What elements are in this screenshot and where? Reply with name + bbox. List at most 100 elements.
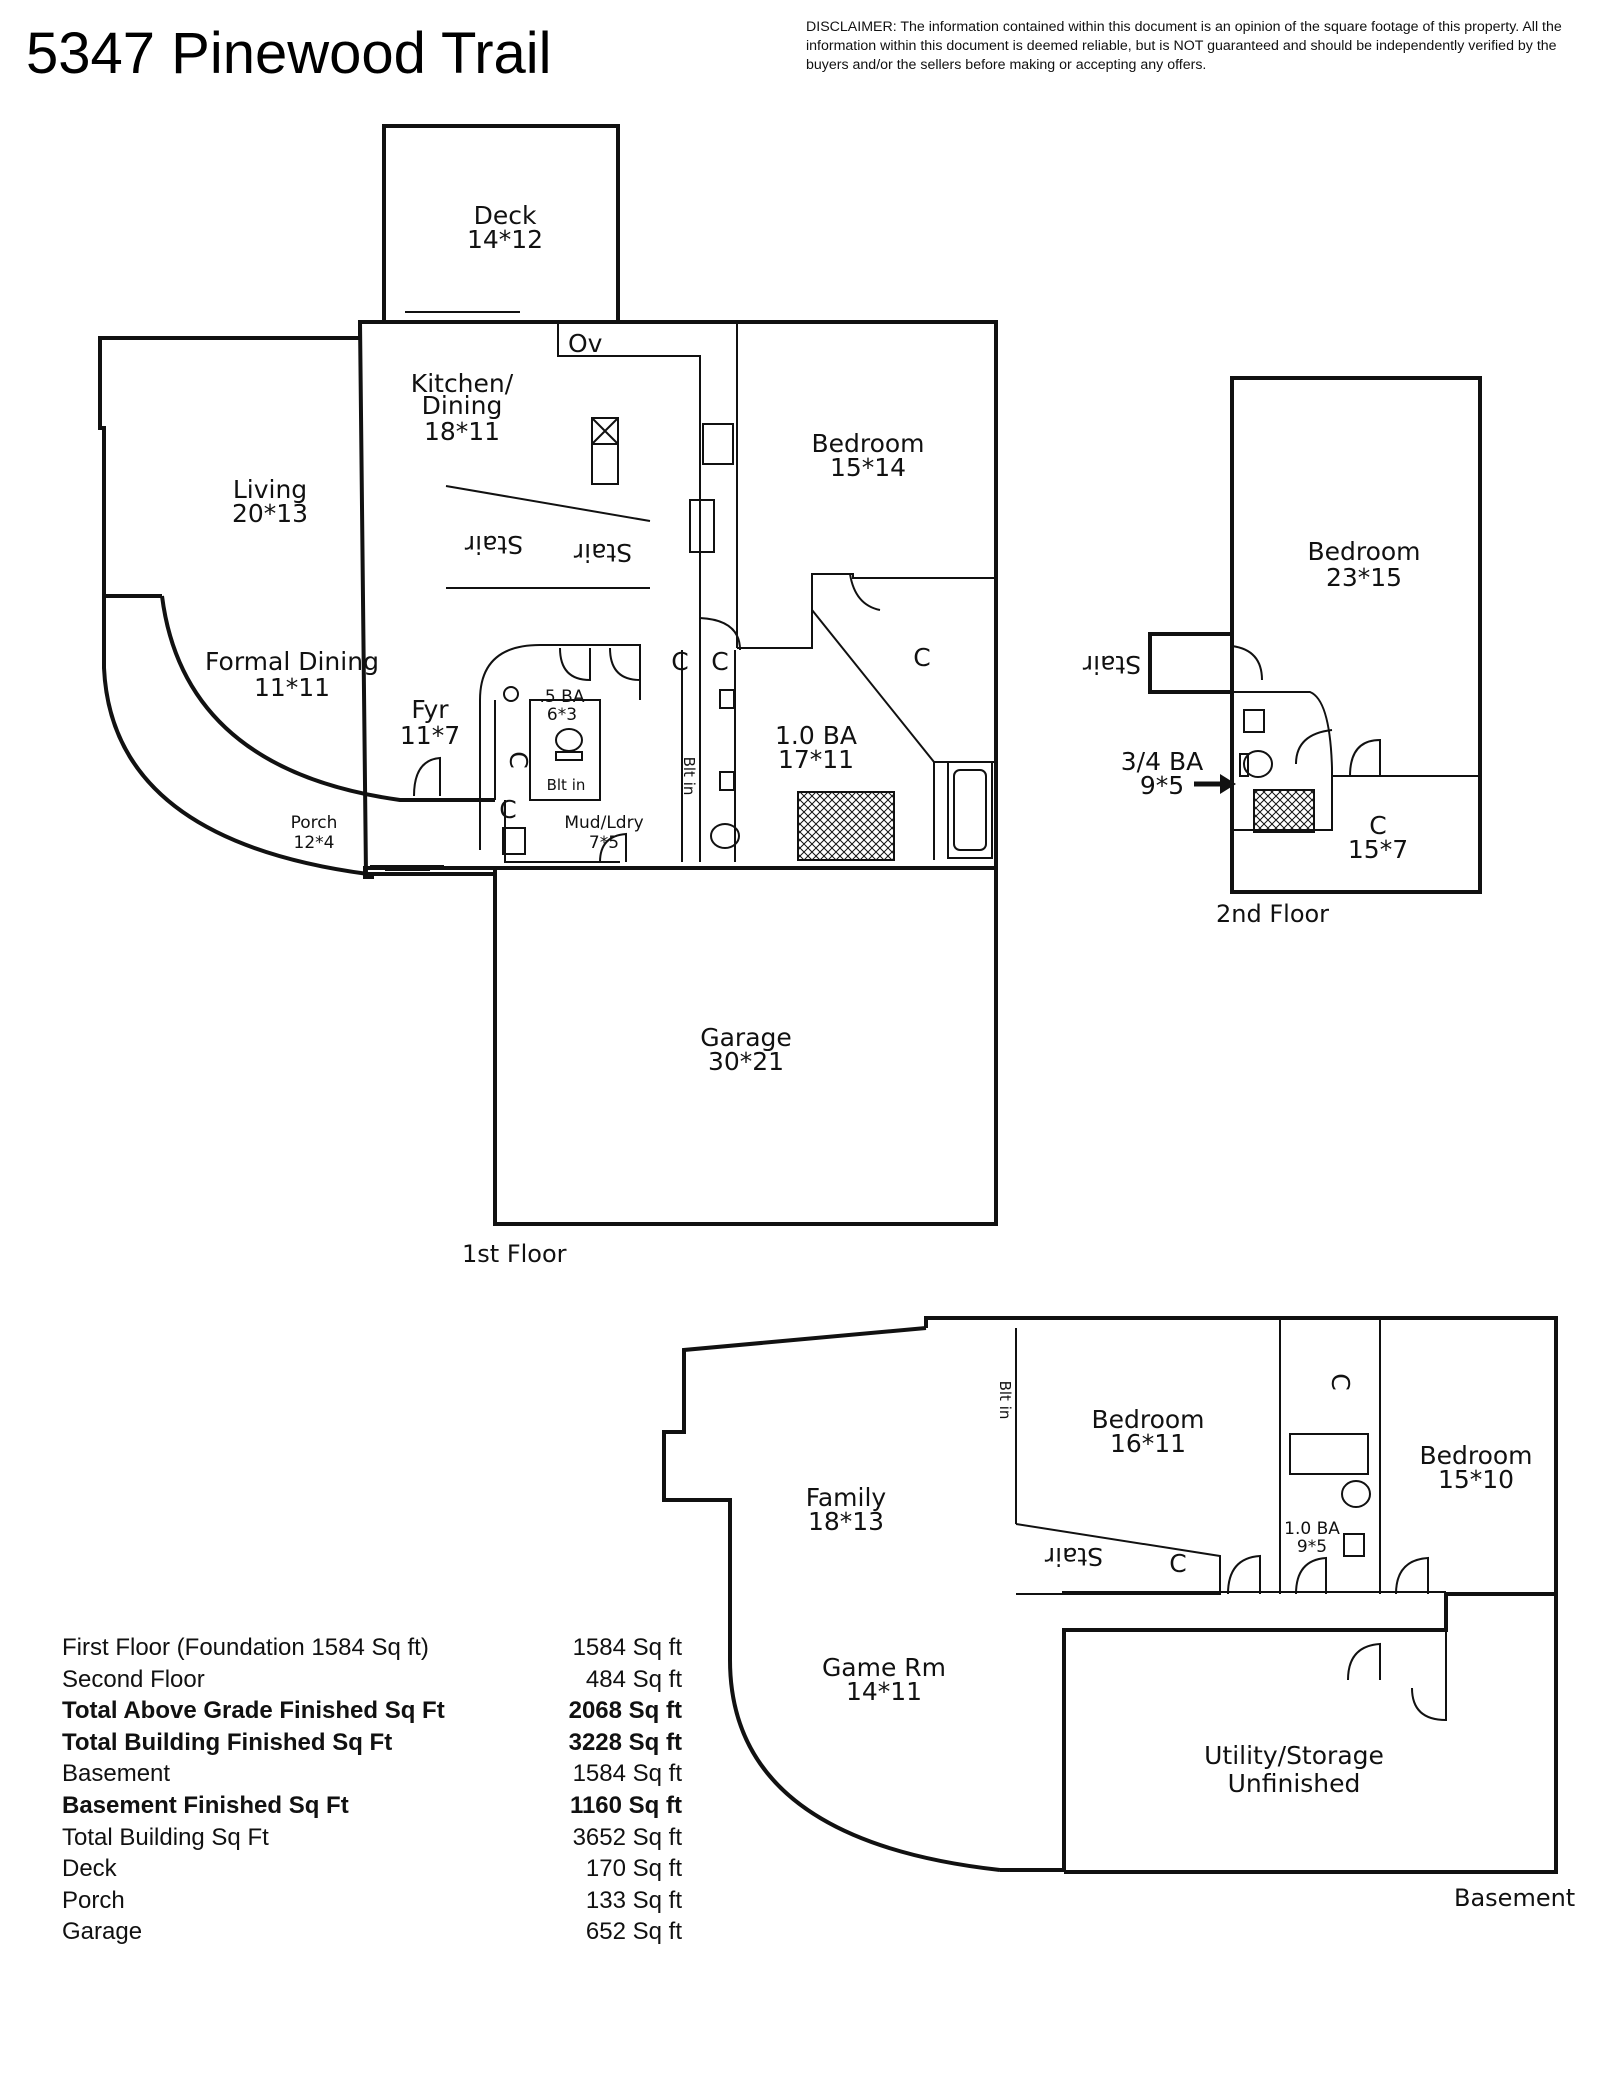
door-swing-icon-2 (1295, 729, 1333, 765)
shower-icon (797, 791, 895, 861)
door-swing-icon (1411, 1594, 1447, 1722)
porch-door (370, 865, 444, 871)
deck-dim: 14*12 (467, 225, 543, 254)
mud-wall (504, 800, 620, 863)
sqft-row: First Floor (Foundation 1584 Sq ft)1584 … (62, 1634, 682, 1661)
basement-bath-label: 1.0 BA (1284, 1519, 1340, 1539)
closet-label: C (504, 751, 533, 768)
page-title: 5347 Pinewood Trail (26, 21, 552, 86)
second-floor-label: 2nd Floor (1216, 900, 1329, 928)
living-dim: 20*13 (232, 499, 308, 528)
kitchen-wall (557, 322, 701, 618)
door-swing-icon-3 (559, 647, 591, 682)
toilet-icon (710, 823, 740, 849)
game-room-dim: 14*11 (846, 1677, 922, 1706)
mud-dim: 7*5 (589, 833, 619, 853)
square-footage-table: First Floor (Foundation 1584 Sq ft)1584 … (62, 1632, 682, 1948)
door-swing-icon (699, 617, 741, 651)
kitchen-label-2: Dining (422, 391, 503, 420)
family-dim: 18*13 (808, 1507, 884, 1536)
sink-icon (503, 686, 519, 702)
kitchen-label-1: Kitchen/ (411, 369, 514, 398)
utility-label-2: Unfinished (1228, 1769, 1361, 1798)
first-floor-label: 1st Floor (462, 1240, 567, 1268)
basement-bedroom1-dim: 16*11 (1110, 1429, 1186, 1458)
closet-label-4: C (499, 795, 516, 824)
second-closet-label: C (1369, 811, 1386, 840)
second-bath-label: 3/4 BA (1121, 747, 1203, 776)
fridge-icon (689, 499, 715, 553)
second-bedroom-label: Bedroom (1307, 537, 1420, 566)
kitchen-dim: 18*11 (424, 417, 500, 446)
family-label: Family (806, 1483, 887, 1512)
door-swing-icon (1231, 645, 1263, 681)
door-swing-icon-6 (599, 832, 627, 863)
deck-label: Deck (474, 201, 537, 230)
basement-closet-label: C (1326, 1373, 1355, 1390)
foyer-dim: 11*7 (400, 721, 460, 750)
door-swing-icon-2 (1227, 1554, 1261, 1595)
full-bath-label: 1.0 BA (775, 721, 857, 750)
basement-plan: Blt in Bedroom 16*11 C Bedroom 15*10 Fam… (662, 1316, 1575, 1912)
basement-bedroom1-label: Bedroom (1091, 1405, 1204, 1434)
half-bath-label: .5 BA (540, 687, 585, 707)
shower-icon (1253, 789, 1315, 833)
bedroom-label: Bedroom (811, 429, 924, 458)
garage-label: Garage (700, 1023, 792, 1052)
utility-label-1: Utility/Storage (1204, 1741, 1384, 1770)
door-swing-icon-3 (1295, 1556, 1327, 1595)
oven-label: Ov (568, 329, 603, 358)
door-swing-icon-4 (1395, 1556, 1429, 1595)
garage-outline (493, 866, 998, 1226)
disclaimer-text: DISCLAIMER: The information contained wi… (806, 19, 1562, 73)
porch-dim: 12*4 (294, 833, 335, 853)
builtin-label: Blt in (547, 776, 586, 794)
second-bath-dim: 9*5 (1140, 771, 1184, 800)
stair-label: Stair (464, 530, 523, 559)
basement-stair-label: Stair (1044, 1542, 1103, 1571)
second-closet-dim: 15*7 (1348, 835, 1408, 864)
closet-label-2: C (671, 647, 688, 676)
mud-label: Mud/Ldry (564, 813, 643, 833)
stair-label-2: Stair (573, 538, 632, 567)
porch-curve-wall (102, 596, 495, 876)
stair-wall (1015, 1523, 1221, 1595)
game-room-label: Game Rm (822, 1653, 946, 1682)
foyer-label: Fyr (411, 695, 449, 724)
range-icon (702, 423, 734, 465)
basement-bedroom2-label: Bedroom (1419, 1441, 1532, 1470)
door-swing-icon-5 (849, 573, 881, 611)
living-outer-wall (98, 322, 362, 598)
stair-lines (445, 485, 651, 589)
builtin-vertical-label: Blt in (680, 757, 698, 796)
sink-icon (719, 771, 735, 791)
family-outer-wall (662, 1326, 1001, 1872)
full-bath-dim: 17*11 (778, 745, 854, 774)
second-bedroom-dim: 23*15 (1326, 563, 1402, 592)
formal-dining-label: Formal Dining (205, 647, 379, 676)
toilet-icon (1341, 1480, 1371, 1508)
basement-label: Basement (1454, 1884, 1575, 1912)
door-swing-icon-4 (609, 647, 641, 681)
sink-icon (719, 689, 735, 709)
basement-closet-label-2: C (1169, 1549, 1186, 1578)
closet-box (529, 699, 601, 801)
stair-landing (1148, 632, 1234, 694)
toilet-icon (1243, 750, 1273, 778)
living-label: Living (233, 475, 307, 504)
basement-builtin-label: Blt in (996, 1381, 1014, 1420)
dishwasher-icon (591, 443, 619, 485)
toilet-icon (555, 728, 583, 752)
bedroom-dim: 15*14 (830, 453, 906, 482)
garage-dim: 30*21 (708, 1047, 784, 1076)
half-bath-dim: 6*3 (547, 705, 577, 725)
door-swing-icon-5 (1347, 1642, 1381, 1681)
basement-bath-dim: 9*5 (1297, 1537, 1327, 1557)
door-swing-icon-2 (413, 756, 441, 797)
